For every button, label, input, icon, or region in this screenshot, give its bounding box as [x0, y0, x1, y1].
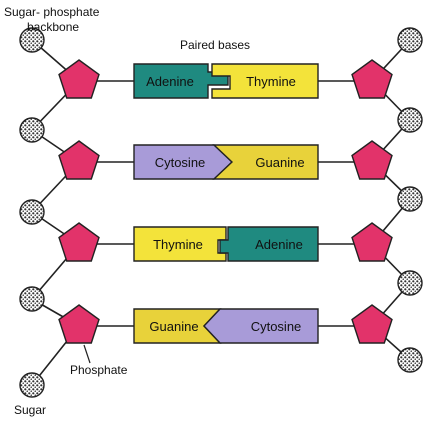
base-label-left: Cytosine — [155, 155, 206, 170]
sugar-circle-left — [19, 199, 45, 225]
sugar-circle-left — [19, 27, 45, 53]
sugar-phosphate-backbone — [19, 27, 423, 398]
phosphate-pentagon-left — [58, 304, 100, 344]
base-label-left: Thymine — [153, 237, 203, 252]
base-cytosine-right — [203, 308, 319, 344]
sugar-circle-left — [19, 117, 45, 143]
phosphate-pentagon-right — [351, 222, 393, 262]
sugar-circle-left — [19, 372, 45, 398]
base-label-right: Thymine — [246, 74, 296, 89]
base-thymine-right — [211, 63, 319, 99]
backbone-label-line2: backbone — [27, 20, 79, 34]
base-label-left: Adenine — [146, 74, 194, 89]
backbone-label-line1: Sugar- phosphate — [4, 5, 100, 19]
base-label-right: Adenine — [255, 237, 303, 252]
sugar-circle-right — [397, 270, 423, 296]
base-label-right: Cytosine — [251, 319, 302, 334]
sugar-circle-right — [397, 347, 423, 373]
phosphate-pointer — [83, 344, 91, 364]
phosphate-pentagon-right — [351, 304, 393, 344]
base-label-right: Guanine — [255, 155, 304, 170]
phosphate-pentagon-left — [58, 222, 100, 262]
sugar-circle-left — [19, 286, 45, 312]
base-adenine-right — [219, 226, 319, 262]
paired-bases-label: Paired bases — [180, 38, 250, 52]
sugar-circle-right — [397, 107, 423, 133]
phosphate-label: Phosphate — [70, 363, 128, 377]
base-adenine-left — [133, 63, 229, 99]
base-label-left: Guanine — [149, 319, 198, 334]
base-guanine-right — [212, 144, 319, 180]
sugar-circle-right — [397, 186, 423, 212]
sugar-label: Sugar — [14, 403, 46, 417]
sugar-circle-right — [397, 27, 423, 53]
phosphate-pentagon-left — [58, 59, 100, 99]
phosphate-pentagon-right — [351, 59, 393, 99]
phosphate-pentagon-left — [58, 140, 100, 180]
phosphate-pentagon-right — [351, 140, 393, 180]
base-thymine-left — [133, 226, 227, 262]
